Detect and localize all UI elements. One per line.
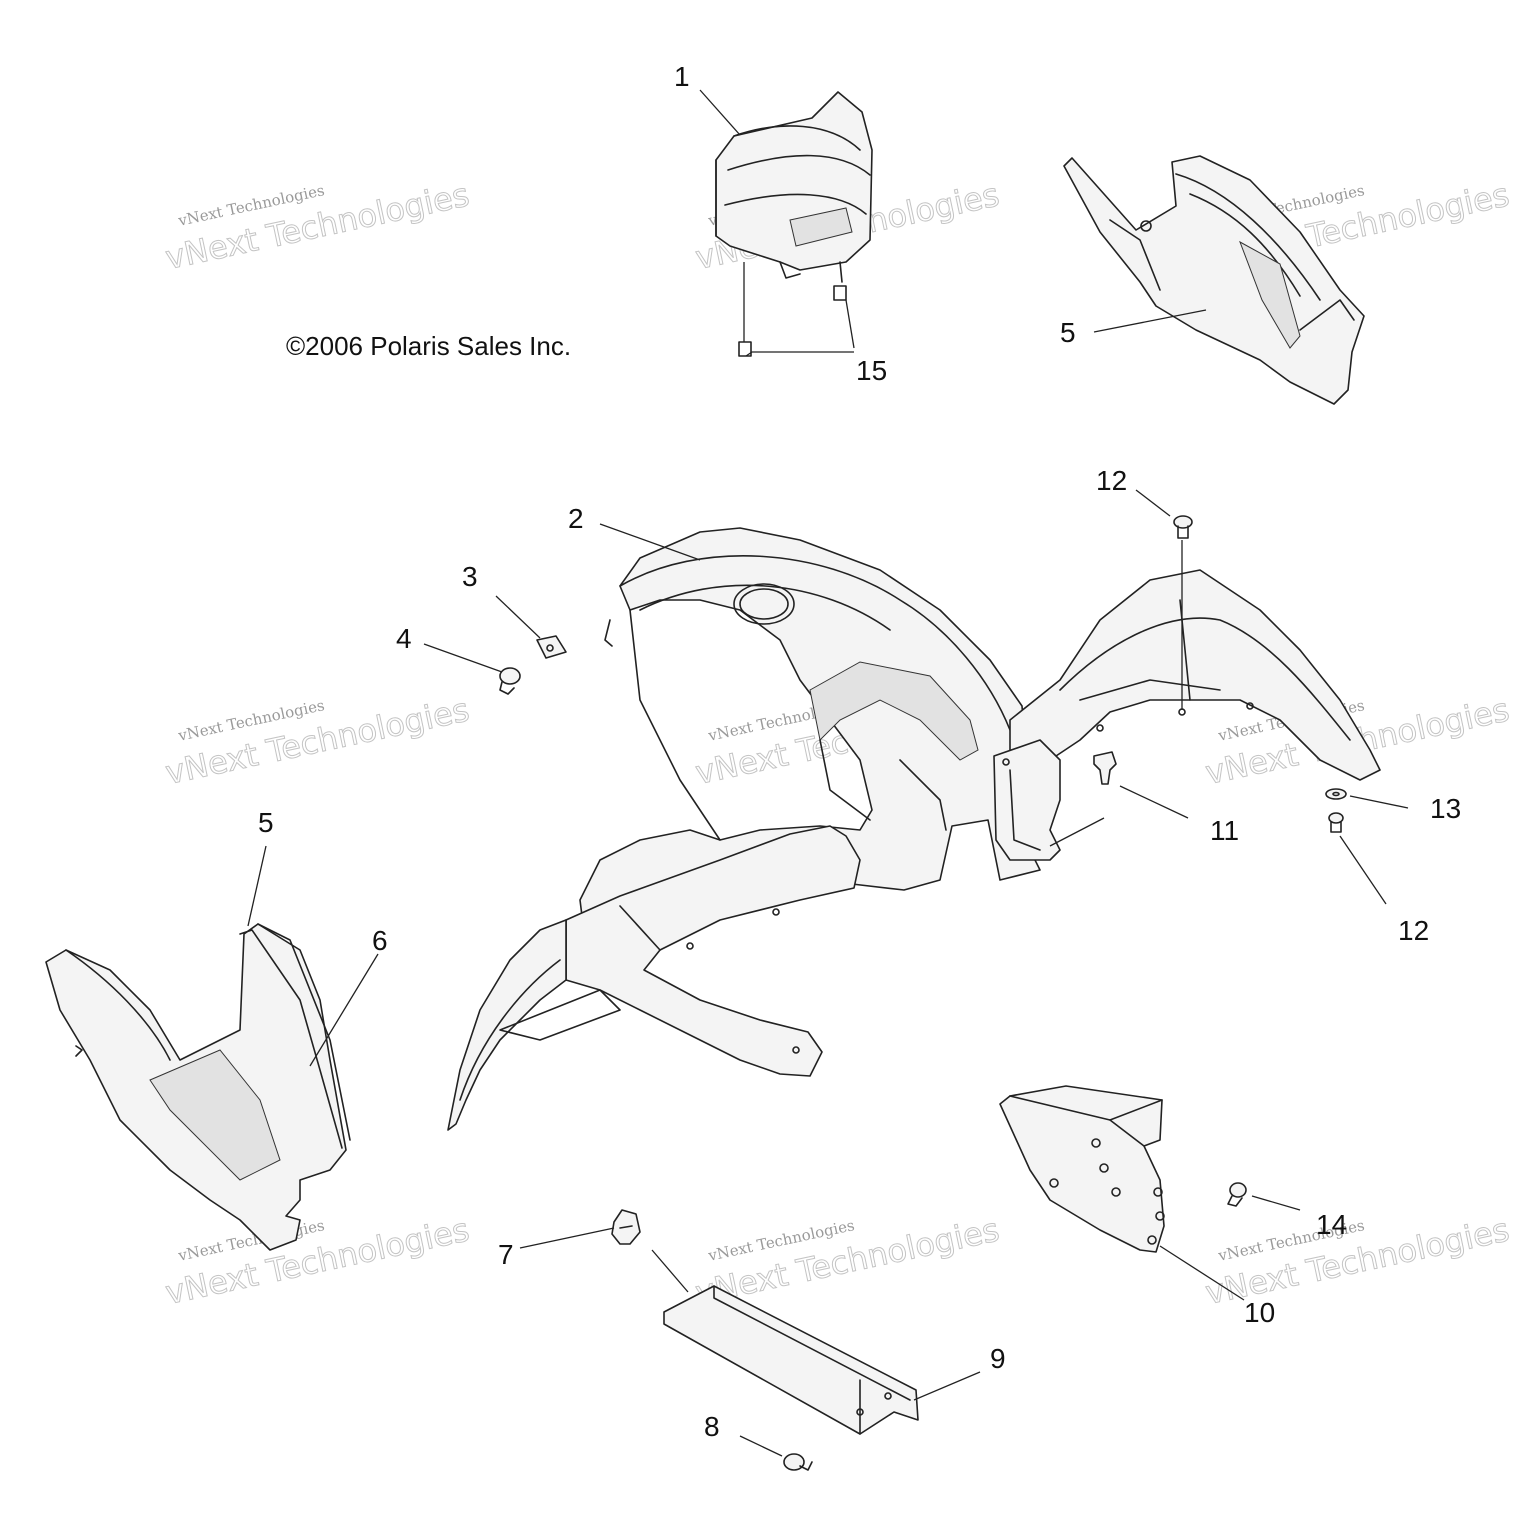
part-5-6-left-side-panel: [45, 923, 351, 1251]
callout-3: 3: [462, 561, 478, 592]
part-13-washer: [1325, 788, 1347, 800]
part-7-j-clip: [611, 1209, 641, 1245]
callout-11: 11: [1210, 815, 1239, 846]
part-9-bracket-plate: [663, 1285, 919, 1435]
callout-5-top-right: 5: [1060, 317, 1076, 348]
callout-15: 15: [856, 355, 887, 386]
part-8-rivet: [783, 1453, 813, 1471]
leader-lines: [247, 89, 1409, 1457]
callout-6: 6: [372, 925, 388, 956]
callout-10: 10: [1244, 1297, 1275, 1328]
callout-8: 8: [704, 1411, 720, 1442]
part-12-screw-right: [1328, 812, 1344, 833]
callout-2: 2: [568, 503, 584, 534]
callout-numbers: 1 2 3 4 5 5 6 7 8 9 10 11 12 12 13 14 15: [258, 61, 1461, 1442]
callout-13: 13: [1430, 793, 1461, 824]
watermark: vNext Technologies vNext Technologies: [162, 1210, 473, 1312]
callout-9: 9: [990, 1343, 1006, 1374]
callout-7: 7: [498, 1239, 514, 1270]
part-3-clip: [536, 635, 567, 659]
callout-5-left: 5: [258, 807, 274, 838]
part-10-heat-shield: [999, 1085, 1165, 1253]
copyright-text: ©2006 Polaris Sales Inc.: [286, 331, 571, 361]
callout-12-top: 12: [1096, 465, 1127, 496]
callout-1: 1: [674, 61, 690, 92]
part-11-push-clip: [1093, 751, 1117, 785]
callout-12-right: 12: [1398, 915, 1429, 946]
part-2-front-fender: [447, 527, 1381, 1131]
callout-4: 4: [396, 623, 412, 654]
part-5-side-panel-right: [1063, 155, 1365, 405]
part-12-screw-top: [1173, 515, 1193, 539]
watermark: vNext Technologies vNext Technologies: [1202, 1210, 1513, 1312]
watermark: vNext Technologies vNext Technologies: [162, 690, 473, 792]
watermark: vNext Technologies vNext Technologies: [162, 175, 473, 277]
part-14-screw: [1227, 1182, 1247, 1207]
watermark: vNext Technologies vNext Technologies: [692, 1210, 1003, 1312]
part-4-rivet: [499, 667, 521, 695]
callout-14: 14: [1316, 1209, 1347, 1240]
part-1-headlight-pod: [715, 91, 873, 357]
